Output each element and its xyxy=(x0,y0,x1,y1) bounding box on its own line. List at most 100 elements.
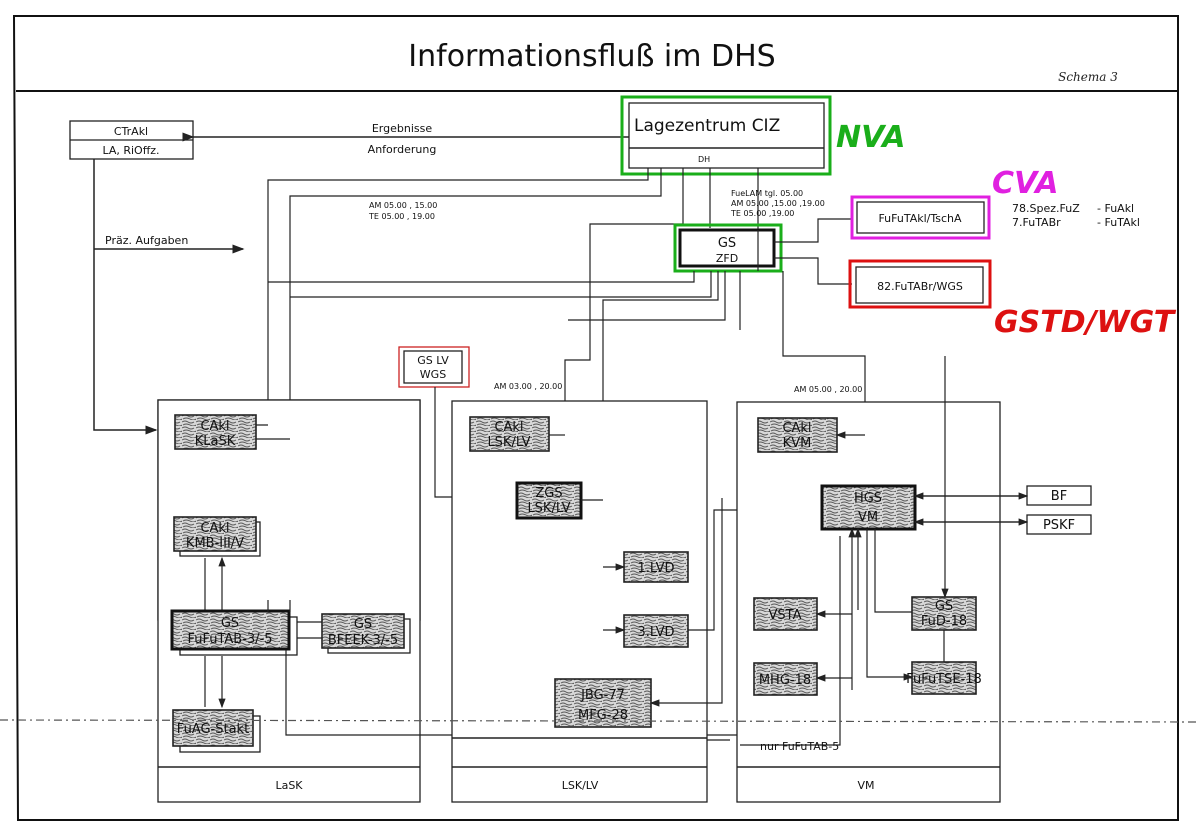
bf-label: BF xyxy=(1051,489,1067,504)
box-line1: CAkl xyxy=(200,419,229,434)
schedule-vm: AM 05.00 , 20.00 xyxy=(794,385,862,394)
lask-connector-5 xyxy=(204,656,222,707)
legend-right-1: - FuAkl xyxy=(1097,202,1134,215)
lsklv-box-zgs[interactable]: ZGS LSK/LV xyxy=(515,481,583,520)
ctrakl-box[interactable]: CTrAkl LA, RiOffz. xyxy=(69,120,194,160)
pskf-box[interactable]: PSKF xyxy=(1026,514,1092,535)
box-line2: FuAG-Stakt xyxy=(177,722,249,737)
wgs-label: WGS xyxy=(420,368,446,381)
praez-aufgaben-label: Präz. Aufgaben xyxy=(105,234,188,247)
nva-annotation: NVA xyxy=(836,120,906,155)
section-lsklv: LSK/LV xyxy=(451,400,708,803)
vm-box-hgs-vm[interactable]: HGS VM xyxy=(820,484,917,531)
legend-right-2: - FuTAkl xyxy=(1097,216,1140,229)
box-line1: GS xyxy=(221,616,239,631)
fufutakl-label: FuFuTAkl/TschA xyxy=(878,212,962,225)
zfd-label: ZFD xyxy=(716,252,738,265)
lagezentrum-label: Lagezentrum CIZ xyxy=(634,116,780,136)
pskf-label: PSKF xyxy=(1043,518,1075,533)
box-line2: LSK/LV xyxy=(487,435,530,450)
lsklv-box-1lvd[interactable]: 1.LVD xyxy=(623,551,689,583)
box-line2: LSK/LV xyxy=(527,501,570,516)
ergebnisse-label: Ergebnisse xyxy=(372,122,433,135)
box-line2: FuD-18 xyxy=(921,614,967,629)
nva-highlight xyxy=(620,95,832,176)
lask-connector-1 xyxy=(256,424,290,440)
lsklv-to-vm-2 xyxy=(649,498,723,707)
lask-box-gs-fufutab[interactable]: GS FuFuTAB-3/-5 xyxy=(170,609,298,656)
box-line1: CAkl xyxy=(494,420,523,435)
diagram-title: Informationsfluß im DHS xyxy=(408,39,775,74)
ctrakl-label: CTrAkl xyxy=(114,125,148,138)
box-line1: JBG-77 xyxy=(580,688,625,703)
lagezentrum-box[interactable]: Lagezentrum CIZ DH xyxy=(628,102,825,169)
box-line1: GS xyxy=(935,599,953,614)
vm-box-mhg[interactable]: MHG-18 xyxy=(753,662,818,696)
bf-box[interactable]: BF xyxy=(1026,485,1092,506)
box-line1: GS xyxy=(354,617,372,632)
box-line2: VM xyxy=(858,510,878,525)
box-line2: FuFuTAB-3/-5 xyxy=(187,632,272,647)
box-line1: CAkl xyxy=(782,421,811,436)
schedule-left-1: AM 05.00 , 15.00 xyxy=(369,201,437,210)
gstd-highlight-small xyxy=(398,346,470,388)
vm-box-cakl-kvm[interactable]: CAkl KVM xyxy=(757,417,838,453)
box-line2: FuFuTSE-18 xyxy=(906,672,982,687)
schedule-lsk: AM 03.00 , 20.00 xyxy=(494,382,562,391)
lask-box-cakl-kmb[interactable]: CAkl KMB-III/V xyxy=(173,516,261,557)
lask-label: LaSK xyxy=(275,779,303,792)
lsklv-label: LSK/LV xyxy=(562,779,599,792)
anforderung-label: Anforderung xyxy=(368,143,437,156)
schema-label: Schema 3 xyxy=(1058,70,1118,84)
gs-lv-label: GS LV xyxy=(417,354,449,367)
vm-connector-9 xyxy=(866,529,914,681)
vm-box-gs-fud[interactable]: GS FuD-18 xyxy=(911,596,977,631)
gstd-highlight xyxy=(848,259,992,309)
nva-highlight-gs xyxy=(673,223,783,273)
gs-zfd-box[interactable]: GS ZFD xyxy=(678,228,776,268)
box-line1: CAkl xyxy=(200,521,229,536)
nur-fufutab-label: nur FuFuTAB-5 xyxy=(760,740,839,753)
box-line2: KLaSK xyxy=(195,434,236,449)
box-line2: KMB-III/V xyxy=(186,536,244,551)
cva-annotation: CVA xyxy=(992,166,1058,201)
lsklv-box-cakl[interactable]: CAkl LSK/LV xyxy=(469,416,550,452)
fold-line xyxy=(0,719,1200,723)
vm-connector-6 xyxy=(874,529,912,613)
lsklv-box-jbg-mfg[interactable]: JBG-77 MFG-28 xyxy=(554,678,652,728)
futabr-box[interactable]: 82.FuTABr/WGS xyxy=(855,266,984,304)
box-line2: MHG-18 xyxy=(759,673,811,688)
box-line2: KVM xyxy=(783,436,812,451)
legend-left-2: 7.FuTABr xyxy=(1012,216,1061,229)
outer-frame xyxy=(12,15,1179,821)
box-line2: 1.LVD xyxy=(637,561,674,576)
lask-connector-2 xyxy=(204,558,222,612)
futabr-label: 82.FuTABr/WGS xyxy=(877,280,963,293)
la-rioffz-label: LA, RiOffz. xyxy=(102,144,159,157)
vm-label: VM xyxy=(857,779,874,792)
dh-label: DH xyxy=(698,155,710,164)
gs-lv-box[interactable]: GS LV WGS xyxy=(403,350,463,384)
lask-box-gs-bfeek[interactable]: GS BFEEK-3/-5 xyxy=(321,613,411,654)
schedule-center-2: AM 05.00 ,15.00 ,19.00 xyxy=(731,199,825,208)
box-line2: BFEEK-3/-5 xyxy=(328,633,398,648)
box-line2: 3.LVD xyxy=(637,625,674,640)
cva-highlight xyxy=(850,195,991,240)
schedule-center-3: TE 05.00 ,19.00 xyxy=(730,209,794,218)
box-line2: MFG-28 xyxy=(578,708,628,723)
gstd-annotation: GSTD/WGT xyxy=(994,305,1177,340)
lask-box-fuag-stakt[interactable]: FuAG-Stakt xyxy=(172,709,261,753)
lask-box-cakl-klask[interactable]: CAkl KLaSK xyxy=(174,414,257,450)
left-feed-line xyxy=(93,159,158,435)
box-line1: HGS xyxy=(854,491,882,506)
gs-label: GS xyxy=(718,236,736,251)
lask-connector-3 xyxy=(297,621,322,639)
schedule-center-1: FueLAM tgl. 05.00 xyxy=(731,189,803,198)
lask-connector-4 xyxy=(267,600,291,612)
vm-to-fufutab-line xyxy=(740,536,841,746)
vm-box-fufutse[interactable]: FuFuTSE-18 xyxy=(906,661,982,695)
vm-box-vsta[interactable]: VSTA xyxy=(753,597,818,631)
lsklv-box-3lvd[interactable]: 3.LVD xyxy=(623,614,689,648)
fufutakl-box[interactable]: FuFuTAkl/TschA xyxy=(856,201,985,234)
